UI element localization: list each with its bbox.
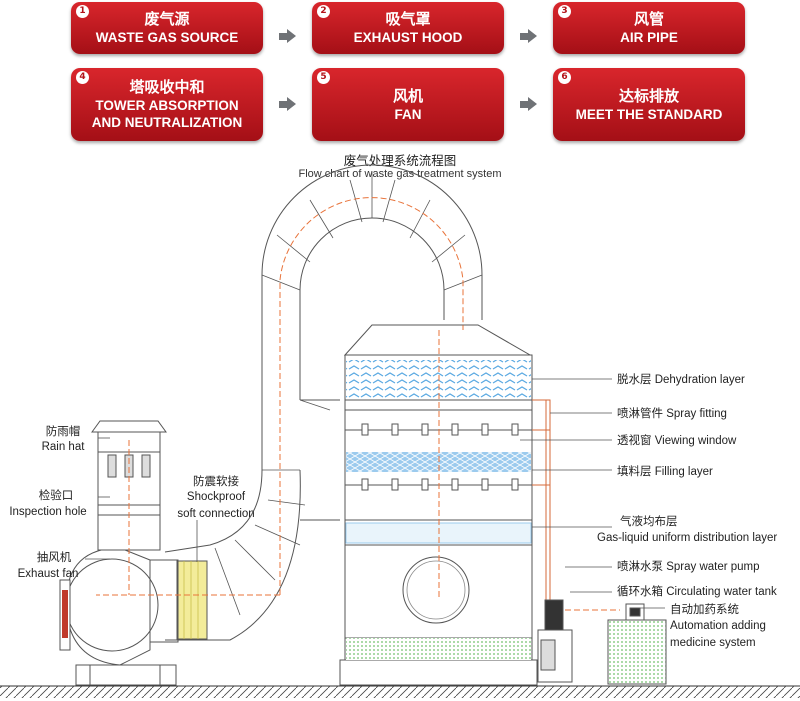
air-duct-lower bbox=[164, 399, 340, 641]
label-dehydration-zh: 脱水层 bbox=[617, 374, 652, 386]
step-title-zh: 风管 bbox=[633, 10, 664, 28]
label-spray-pump-en: Spray water pump bbox=[666, 561, 760, 573]
step-tower-absorption: 4 塔吸收中和 TOWER ABSORPTION AND NEUTRALIZAT… bbox=[71, 68, 263, 141]
label-exhaust-fan-en: Exhaust fan bbox=[17, 568, 79, 580]
label-viewing-window-en: Viewing window bbox=[654, 435, 737, 447]
step-exhaust-hood: 2 吸气罩 EXHAUST HOOD bbox=[312, 2, 504, 54]
label-exhaust-fan-zh: 抽风机 bbox=[36, 552, 72, 564]
step-number: 4 bbox=[76, 71, 89, 84]
soft-connection bbox=[176, 560, 208, 640]
label-spray-fitting: 喷淋管件 Spray fitting bbox=[617, 405, 727, 421]
label-dehydration: 脱水层 Dehydration layer bbox=[617, 371, 745, 387]
label-water-tank-zh: 循环水箱 bbox=[617, 586, 663, 598]
label-spray-fitting-en: Spray fitting bbox=[666, 408, 727, 420]
step-air-pipe: 3 风管 AIR PIPE bbox=[553, 2, 745, 54]
label-water-tank: 循环水箱 Circulating water tank bbox=[617, 583, 777, 599]
step-title-en-line2: AND NEUTRALIZATION bbox=[91, 115, 243, 130]
label-shockproof-zh: 防震软接 bbox=[193, 476, 239, 488]
label-dehydration-en: Dehydration layer bbox=[654, 374, 745, 386]
label-rain-hat-en: Rain hat bbox=[41, 441, 85, 453]
step-fan: 5 风机 FAN bbox=[312, 68, 504, 141]
water-sump bbox=[346, 638, 531, 660]
absorption-tower bbox=[339, 324, 538, 686]
spray-water-pump bbox=[537, 599, 573, 683]
label-gas-liquid-en: Gas-liquid uniform distribution layer bbox=[597, 532, 778, 544]
label-spray-pump-zh: 喷淋水泵 bbox=[617, 561, 663, 573]
step-title-zh: 达标排放 bbox=[618, 86, 679, 105]
step-meet-standard: 6 达标排放 MEET THE STANDARD bbox=[553, 68, 745, 141]
label-filling-layer: 填料层 Filling layer bbox=[617, 463, 713, 479]
medicine-tank bbox=[607, 603, 667, 685]
step-waste-gas-source: 1 废气源 WASTE GAS SOURCE bbox=[71, 2, 263, 54]
step-title-en: EXHAUST HOOD bbox=[353, 30, 463, 45]
step-number: 1 bbox=[76, 5, 89, 18]
label-automation-en1: Automation adding bbox=[670, 620, 766, 632]
step-title-zh: 塔吸收中和 bbox=[129, 78, 205, 96]
step-title-zh: 风机 bbox=[392, 86, 423, 105]
step-number: 6 bbox=[558, 71, 571, 84]
step-title-en-line1: TOWER ABSORPTION bbox=[95, 98, 239, 113]
label-shockproof-en2: soft connection bbox=[177, 508, 255, 520]
label-spray-pump: 喷淋水泵 Spray water pump bbox=[617, 558, 760, 574]
label-water-tank-en: Circulating water tank bbox=[666, 586, 777, 598]
label-viewing-window-zh: 透视窗 bbox=[617, 435, 652, 447]
step-title-zh: 废气源 bbox=[144, 10, 190, 28]
label-rain-hat-zh: 防雨帽 bbox=[45, 426, 81, 438]
step-number: 5 bbox=[317, 71, 330, 84]
step-title-en: WASTE GAS SOURCE bbox=[95, 30, 239, 45]
label-spray-fitting-zh: 喷淋管件 bbox=[617, 408, 663, 420]
label-automation-en2: medicine system bbox=[670, 637, 756, 649]
spray-piping bbox=[532, 399, 551, 600]
caption-zh: 废气处理系统流程图 bbox=[343, 153, 457, 168]
callout-lines bbox=[85, 378, 665, 609]
label-gas-liquid-zh: 气液均布层 bbox=[620, 516, 678, 528]
caption-en: Flow chart of waste gas treatment system bbox=[298, 168, 502, 180]
ground bbox=[0, 685, 800, 698]
step-title-en: MEET THE STANDARD bbox=[575, 106, 723, 122]
label-filling-layer-en: Filling layer bbox=[654, 466, 713, 478]
viewing-window bbox=[402, 556, 470, 624]
label-inspection-zh: 检验口 bbox=[38, 490, 74, 502]
label-viewing-window: 透视窗 Viewing window bbox=[617, 432, 736, 448]
label-inspection-en: Inspection hole bbox=[9, 506, 87, 518]
label-shockproof-en1: Shockproof bbox=[186, 491, 246, 503]
step-number: 3 bbox=[558, 5, 571, 18]
air-duct-arch bbox=[261, 164, 483, 470]
step-number: 2 bbox=[317, 5, 330, 18]
label-filling-layer-zh: 填料层 bbox=[617, 466, 652, 478]
step-title-zh: 吸气罩 bbox=[385, 10, 431, 28]
step-title-en: FAN bbox=[394, 106, 422, 122]
gas-flow-line bbox=[96, 197, 620, 611]
label-automation-zh: 自动加药系统 bbox=[670, 604, 739, 616]
step-title-en: AIR PIPE bbox=[620, 30, 678, 45]
